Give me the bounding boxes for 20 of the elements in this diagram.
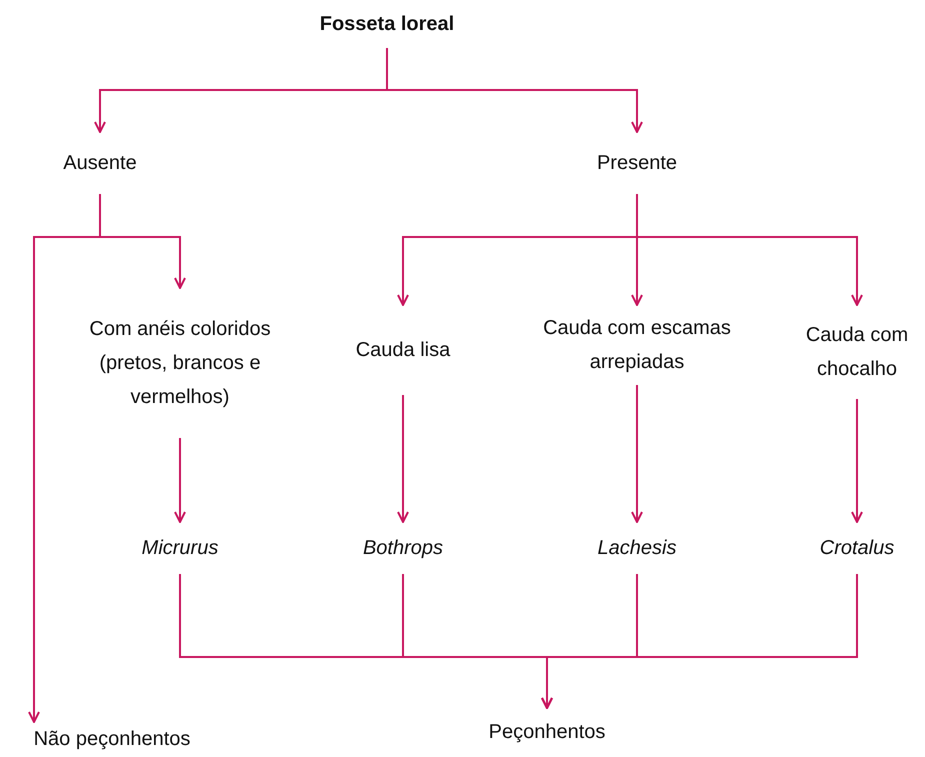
node-label: Com anéis coloridos (pretos, brancos e vermelhos) <box>88 317 272 410</box>
arrow <box>636 194 863 306</box>
node-label: Peçonhentos <box>488 720 606 745</box>
arrow <box>386 48 643 133</box>
node-label: Crotalus <box>820 536 894 561</box>
node-label: Cauda com chocalho <box>804 323 910 382</box>
node-label: Micrurus <box>142 536 218 561</box>
arrow <box>541 574 858 709</box>
node-label: Cauda com escamas arrepiadas <box>542 316 732 375</box>
arrow <box>397 395 409 523</box>
node-label: Bothrops <box>362 536 444 561</box>
node-label: Lachesis <box>598 536 676 561</box>
node-label: Presente <box>596 151 678 176</box>
arrow <box>631 385 643 523</box>
node-label: Não peçonhentos <box>34 727 190 752</box>
arrow <box>174 438 186 523</box>
node-label: Ausente <box>63 151 137 176</box>
arrow <box>851 399 863 523</box>
node-label: Fosseta loreal <box>320 12 454 37</box>
node-label: Cauda lisa <box>356 338 450 363</box>
